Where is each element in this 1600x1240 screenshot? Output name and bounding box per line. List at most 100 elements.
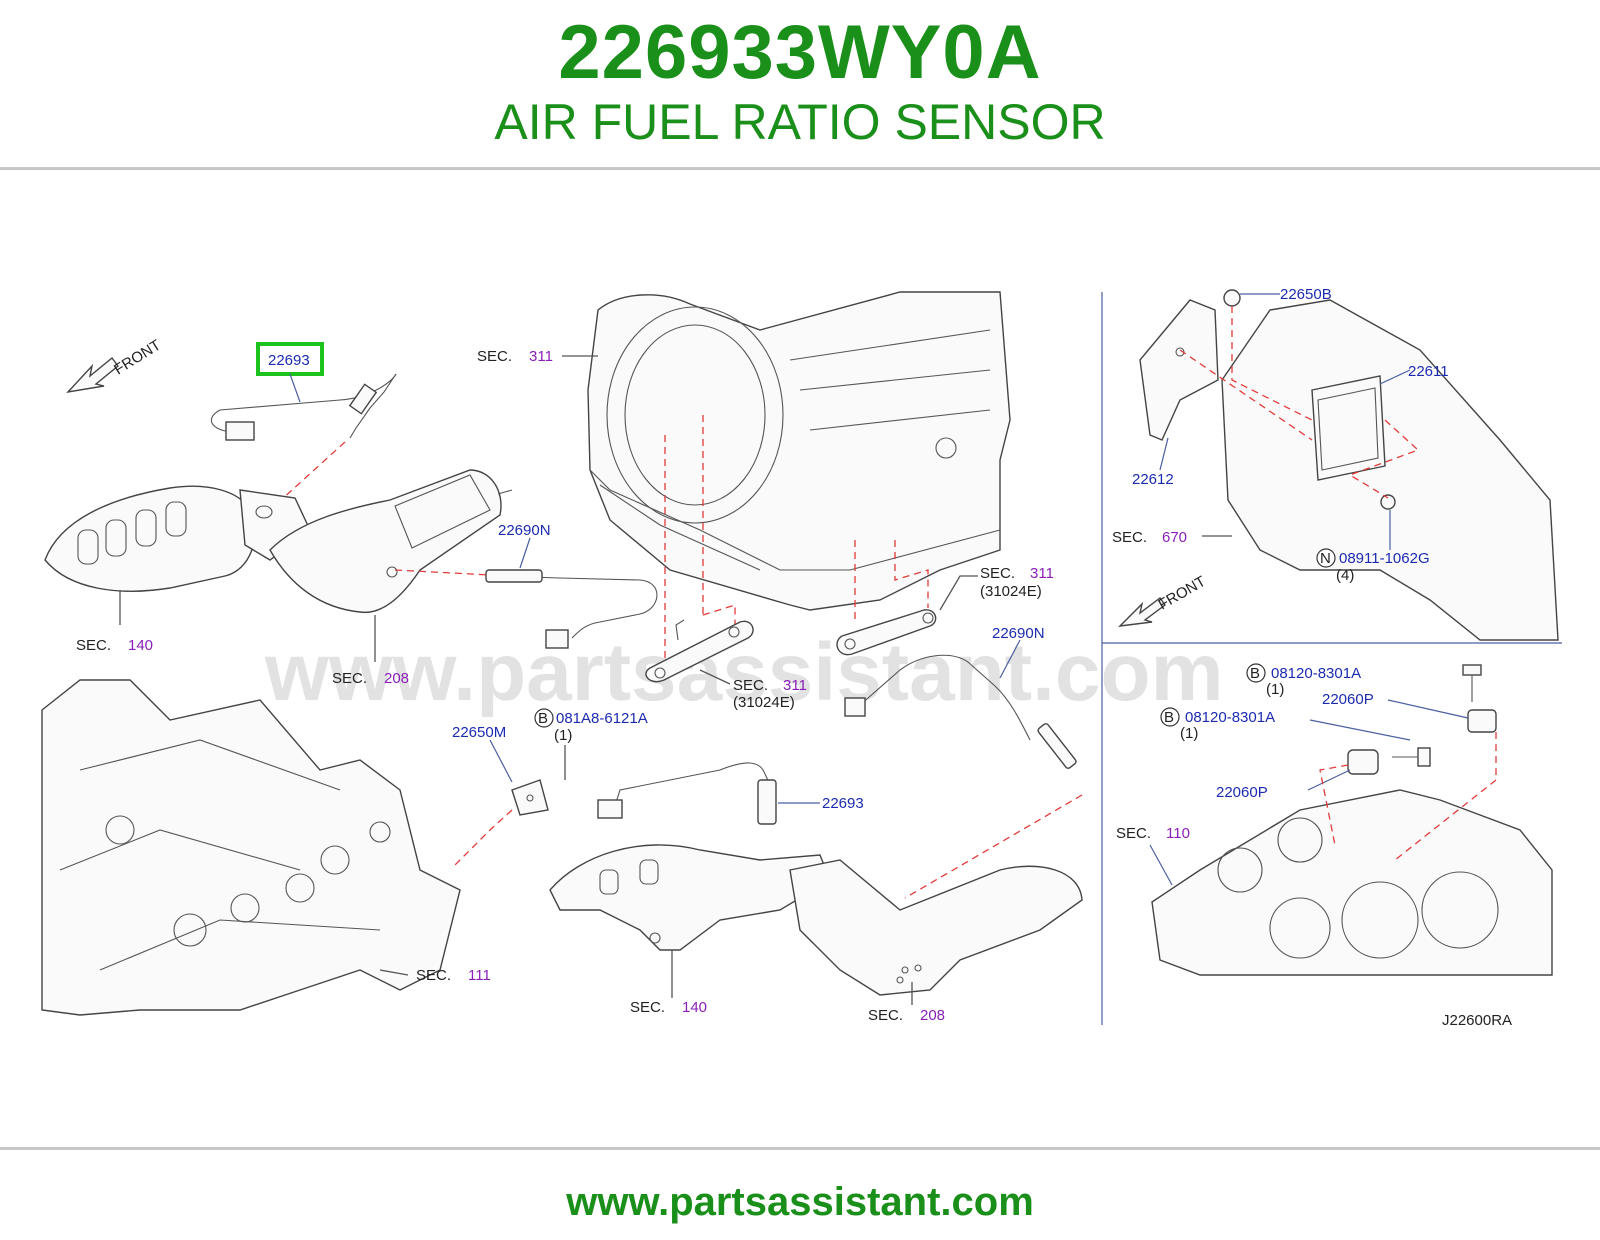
sec-label-110: SEC. — [1116, 825, 1151, 842]
front-label-left: FRONT — [111, 337, 164, 379]
sec-number-110[interactable]: 110 — [1166, 825, 1190, 842]
fastener-code-08120-b: 08120-8301A — [1185, 709, 1275, 726]
bracket-22650m — [511, 779, 549, 816]
leader-22690n-lower — [999, 639, 1021, 679]
leader-22693-top — [289, 373, 301, 403]
fastener-code-08120-a: 08120-8301A — [1271, 665, 1361, 682]
catalytic-converter-left-upper — [269, 469, 513, 614]
sec-number-111[interactable]: 111 — [468, 967, 491, 984]
part-label-22612[interactable]: 22612 — [1132, 471, 1174, 488]
fastener-081a8[interactable]: B 081A8-6121A (1) — [534, 708, 648, 744]
fastener-circle-b-08120-b: B — [1164, 709, 1174, 726]
part-label-22690n-upper[interactable]: 22690N — [498, 522, 551, 539]
fastener-08120-b[interactable]: B 08120-8301A (1) — [1160, 707, 1275, 742]
bracket-31024e-mid — [645, 619, 754, 683]
dash-22650m — [454, 809, 513, 866]
page-header: 226933WY0A AIR FUEL RATIO SENSOR — [0, 0, 1600, 168]
sensor-22690n-upper[interactable] — [485, 569, 658, 649]
sec-subcode-31024e-mid: (31024E) — [733, 694, 795, 711]
fastener-qty-08120-b: (1) — [1180, 725, 1198, 742]
sec-number-311-right[interactable]: 311 — [1030, 565, 1054, 582]
fastener-qty-081a8: (1) — [554, 727, 572, 744]
dash-22060p-lower — [1319, 764, 1349, 846]
footer-site-url[interactable]: www.partsassistant.com — [566, 1180, 1034, 1224]
sec-label-208-bottom: SEC. — [868, 1007, 903, 1024]
sensor-connector-22690n-lower — [844, 697, 866, 717]
knock-sensor-22060p-lower[interactable] — [1347, 749, 1379, 775]
air-fuel-ratio-sensor-top[interactable] — [210, 373, 397, 441]
sec-label-311-right: SEC. — [980, 565, 1015, 582]
fastener-code-08911: 08911-1062G — [1339, 550, 1430, 567]
transmission-housing — [587, 291, 1011, 611]
part-label-22650b[interactable]: 22650B — [1280, 286, 1332, 303]
sensor-connector-22690n-upper — [545, 629, 569, 649]
leader-22690n-upper — [519, 537, 531, 569]
air-fuel-ratio-sensor-bottom[interactable] — [597, 762, 777, 825]
sec-label-140-left: SEC. — [76, 637, 111, 654]
ecm-22611[interactable] — [1311, 375, 1386, 481]
bracket-31024e-right — [836, 609, 937, 656]
part-label-22693-bottom[interactable]: 22693 — [822, 795, 864, 812]
leader-sec-110 — [1149, 844, 1173, 886]
fastener-circle-b-081a8: B — [538, 710, 548, 727]
dash-22690n-upper — [394, 569, 491, 576]
leader-22612 — [1159, 437, 1169, 471]
fastener-code-081a8: 081A8-6121A — [556, 710, 648, 727]
sec-number-140-left[interactable]: 140 — [128, 637, 153, 654]
dash-22060p-upper — [1394, 732, 1497, 861]
sec-number-311-top[interactable]: 311 — [529, 348, 553, 365]
exploded-parts-diagram: www.partsassistant.com FRONT FRONT 22693 — [41, 286, 1562, 1029]
sensor-22690n-lower[interactable] — [844, 654, 1077, 769]
leader-22611 — [1379, 369, 1411, 385]
vehicle-body-panel-right — [1221, 299, 1559, 641]
leader-22060p-upper — [1387, 699, 1469, 719]
fastener-08911[interactable]: N 08911-1062G (4) — [1316, 548, 1430, 584]
part-label-22060p-upper[interactable]: 22060P — [1322, 691, 1374, 708]
nut-08911-icon — [1380, 494, 1396, 510]
sensor-connector-22693-bottom — [597, 799, 623, 819]
sec-number-670[interactable]: 670 — [1162, 529, 1187, 546]
part-label-22650m[interactable]: 22650M — [452, 724, 506, 741]
drawing-code: J22600RA — [1442, 1012, 1512, 1029]
bolt-08120-upper-icon — [1462, 664, 1482, 702]
part-label-22693-highlighted: 22693 — [268, 352, 310, 369]
sec-label-140-bottom: SEC. — [630, 999, 665, 1016]
fastener-08120-a[interactable]: B 08120-8301A (1) — [1246, 663, 1361, 698]
part-label-22611[interactable]: 22611 — [1408, 363, 1449, 380]
knock-sensor-22060p-upper[interactable] — [1467, 709, 1497, 733]
part-label-22690n-lower[interactable]: 22690N — [992, 625, 1045, 642]
dash-22690n-lower — [904, 794, 1083, 899]
fastener-circle-b-08120-a: B — [1250, 665, 1260, 682]
header-divider — [0, 167, 1600, 170]
front-arrow-left-icon — [66, 356, 119, 394]
leader-08120-b — [1309, 719, 1411, 741]
sec-number-311-mid[interactable]: 311 — [783, 677, 807, 694]
part-name-subtitle: AIR FUEL RATIO SENSOR — [494, 94, 1106, 150]
catalytic-converter-right-lower — [789, 859, 1083, 996]
leader-sec-111 — [379, 969, 409, 976]
sec-label-311-mid: SEC. — [733, 677, 768, 694]
cylinder-head-left — [41, 679, 461, 1016]
sec-label-208-left: SEC. — [332, 670, 367, 687]
cylinder-block-right — [1151, 789, 1553, 976]
exhaust-manifold-left-upper — [44, 485, 311, 592]
dash-22650b — [1231, 306, 1313, 421]
leader-22060p-lower — [1307, 769, 1351, 791]
sensor-connector-top — [225, 421, 255, 441]
highlighted-part-22693[interactable]: 22693 — [256, 342, 324, 376]
fastener-qty-08120-a: (1) — [1266, 681, 1284, 698]
sec-label-111: SEC. — [416, 967, 451, 984]
front-label-right: FRONT — [1156, 573, 1209, 614]
grommet-22650b-icon — [1223, 289, 1241, 307]
exhaust-manifold-right-lower — [549, 844, 831, 951]
ecm-bracket-22612 — [1139, 299, 1219, 441]
sec-number-140-bottom[interactable]: 140 — [682, 999, 707, 1016]
sec-subcode-31024e-right: (31024E) — [980, 583, 1042, 600]
sec-number-208-left[interactable]: 208 — [384, 670, 409, 687]
sec-number-208-bottom[interactable]: 208 — [920, 1007, 945, 1024]
leader-22650m — [489, 739, 513, 783]
sec-label-670: SEC. — [1112, 529, 1147, 546]
watermark-text: www.partsassistant.com — [264, 627, 1224, 718]
part-label-22060p-lower[interactable]: 22060P — [1216, 784, 1268, 801]
leader-sec-311-mid — [699, 669, 731, 685]
